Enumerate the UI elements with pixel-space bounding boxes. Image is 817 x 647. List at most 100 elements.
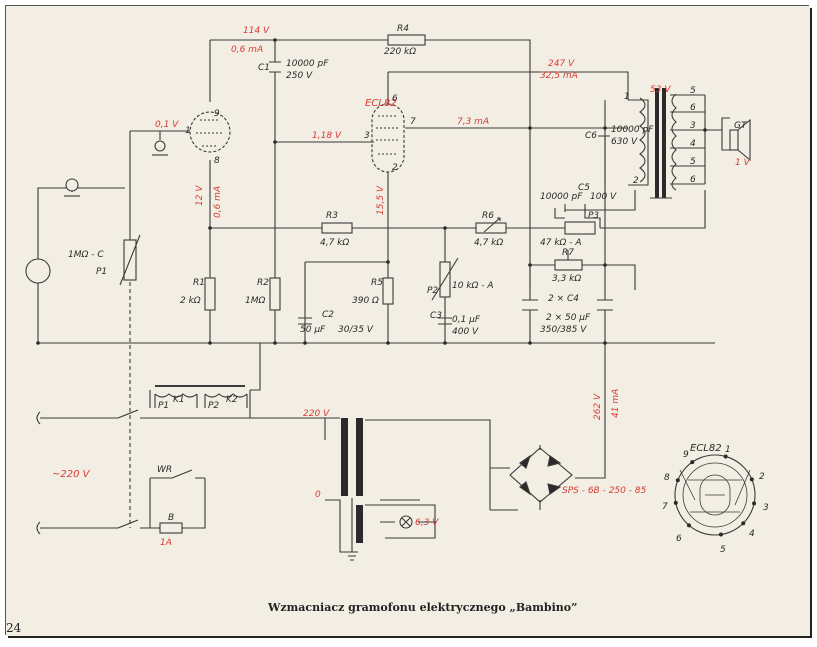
label-c6-value: 10000 pF bbox=[611, 125, 654, 135]
capacitor-c6 bbox=[598, 100, 610, 185]
input-pickup-icon bbox=[25, 258, 51, 284]
label-c2-value: 50 μF bbox=[300, 325, 326, 335]
capacitor-c4b bbox=[597, 299, 613, 311]
label-k1: K1 bbox=[173, 395, 185, 405]
label-out5: 5 bbox=[690, 86, 696, 96]
label-t2: 2 bbox=[633, 176, 639, 186]
label-out6b: 6 bbox=[690, 175, 696, 185]
label-p1: P1 bbox=[96, 267, 107, 277]
label-out3: 3 bbox=[690, 121, 696, 131]
capacitor-c1 bbox=[269, 61, 281, 73]
resistor-r1 bbox=[204, 277, 216, 311]
amplifier-schematic: 114 V 0,6 mA 247 V 32,5 mA 0,1 V 1,18 V … bbox=[6, 24, 769, 635]
red-measurement-labels: 114 V 0,6 mA 247 V 32,5 mA 0,1 V 1,18 V … bbox=[52, 26, 751, 548]
capacitor-c4a bbox=[522, 299, 538, 311]
label-114v: 114 V bbox=[243, 26, 270, 36]
label-pin3: 3 bbox=[364, 131, 370, 141]
label-r5: R5 bbox=[371, 278, 383, 288]
label-rectifier: SPS - 6B - 250 - 85 bbox=[562, 486, 647, 496]
label-1v: 1 V bbox=[735, 158, 751, 168]
label-c4-value: 2 × 50 μF bbox=[546, 313, 591, 323]
label-247v: 247 V bbox=[548, 59, 575, 69]
label-fuse-1a: 1A bbox=[160, 538, 172, 548]
label-p2-value: 10 kΩ - A bbox=[452, 281, 494, 291]
label-pin1: 1 bbox=[185, 126, 191, 136]
label-c3-voltage: 400 V bbox=[452, 327, 479, 337]
label-c3-value: 0,1 μF bbox=[452, 315, 481, 325]
resistor-r7 bbox=[554, 259, 583, 271]
pinout-pin-1: 1 bbox=[725, 445, 731, 455]
label-transformer-220v: 220 V bbox=[303, 409, 330, 419]
label-c2-voltage: 30/35 V bbox=[338, 325, 374, 335]
components bbox=[25, 34, 756, 561]
label-63v: 6,3 V bbox=[415, 518, 439, 528]
label-pin6: 6 bbox=[392, 94, 398, 104]
label-c5-value: 10000 pF bbox=[540, 192, 583, 202]
pinout-pin-6: 6 bbox=[676, 534, 682, 544]
label-12v: 12 V bbox=[195, 185, 205, 206]
label-mains-220v: ~220 V bbox=[52, 469, 91, 480]
fuse-b bbox=[159, 522, 183, 534]
grid-socket-icon bbox=[154, 140, 166, 152]
pinout-pin-9: 9 bbox=[683, 450, 689, 460]
label-wr: WR bbox=[157, 465, 172, 475]
motor-coils bbox=[154, 385, 248, 408]
capacitor-c3 bbox=[438, 317, 452, 325]
wr-switch bbox=[171, 469, 193, 479]
label-p3: P3 bbox=[588, 211, 599, 221]
label-pin7: 7 bbox=[410, 117, 416, 127]
label-sp1: P1 bbox=[158, 401, 169, 411]
triode-tube bbox=[189, 111, 231, 153]
label-r1-value: 2 kΩ bbox=[180, 296, 201, 306]
capacitor-c2 bbox=[298, 317, 312, 325]
pinout-pin-dot bbox=[686, 523, 691, 528]
label-73ma: 7,3 mA bbox=[457, 117, 489, 127]
figure-caption: Wzmacniacz gramofonu elektrycznego „Bamb… bbox=[267, 601, 577, 614]
pinout-pin-2: 2 bbox=[759, 472, 765, 482]
label-r2: R2 bbox=[257, 278, 269, 288]
label-pin8: 8 bbox=[214, 156, 220, 166]
label-c4: 2 × C4 bbox=[548, 294, 579, 304]
label-zero: 0 bbox=[315, 490, 321, 500]
pinout-pin-dot bbox=[673, 500, 678, 505]
pinout-pin-dot bbox=[741, 521, 746, 526]
label-p3-value: 47 kΩ - A bbox=[540, 238, 582, 248]
pinout-pin-dot bbox=[718, 532, 723, 537]
label-41ma: 41 mA bbox=[611, 389, 621, 418]
label-r3: R3 bbox=[326, 211, 338, 221]
ground-symbol bbox=[346, 551, 358, 561]
pinout-pin-dot bbox=[690, 460, 695, 465]
resistor-r3 bbox=[321, 222, 353, 234]
label-r4: R4 bbox=[397, 24, 409, 34]
mains-switch-top bbox=[117, 409, 139, 419]
label-325ma: 32,5 mA bbox=[540, 71, 578, 81]
pinout-pin-3: 3 bbox=[763, 503, 769, 513]
label-r1: R1 bbox=[193, 278, 205, 288]
label-06ma: 0,6 mA bbox=[231, 45, 263, 55]
label-r7: R7 bbox=[562, 248, 574, 258]
label-r5-value: 390 Ω bbox=[352, 296, 379, 306]
label-sp2: P2 bbox=[208, 401, 219, 411]
pinout-title: ECL82 bbox=[690, 443, 722, 454]
tube-pinout-diagram bbox=[674, 454, 756, 536]
component-labels: R4 220 kΩ C1 10000 pF 250 V C6 10000 pF … bbox=[68, 24, 748, 523]
label-c2: C2 bbox=[322, 310, 334, 320]
label-c6-voltage: 630 V bbox=[611, 137, 638, 147]
label-r6: R6 bbox=[482, 211, 494, 221]
label-out5b: 5 bbox=[690, 157, 696, 167]
label-c3: C3 bbox=[430, 311, 442, 321]
label-c5: C5 bbox=[578, 183, 590, 193]
potentiometer-p3 bbox=[564, 221, 596, 235]
resistor-r4 bbox=[387, 34, 426, 46]
label-gt: GT bbox=[734, 121, 748, 131]
label-c5-voltage: 100 V bbox=[590, 192, 617, 202]
label-c1-value: 10000 pF bbox=[286, 59, 329, 69]
junction-dots bbox=[36, 38, 707, 345]
resistor-r6 bbox=[475, 222, 507, 234]
pinout-pin-8: 8 bbox=[664, 473, 670, 483]
label-118v: 1,18 V bbox=[312, 131, 342, 141]
pinout-pin-4: 4 bbox=[749, 529, 755, 539]
label-53v: 53 V bbox=[650, 85, 671, 95]
output-transformer bbox=[628, 88, 677, 198]
